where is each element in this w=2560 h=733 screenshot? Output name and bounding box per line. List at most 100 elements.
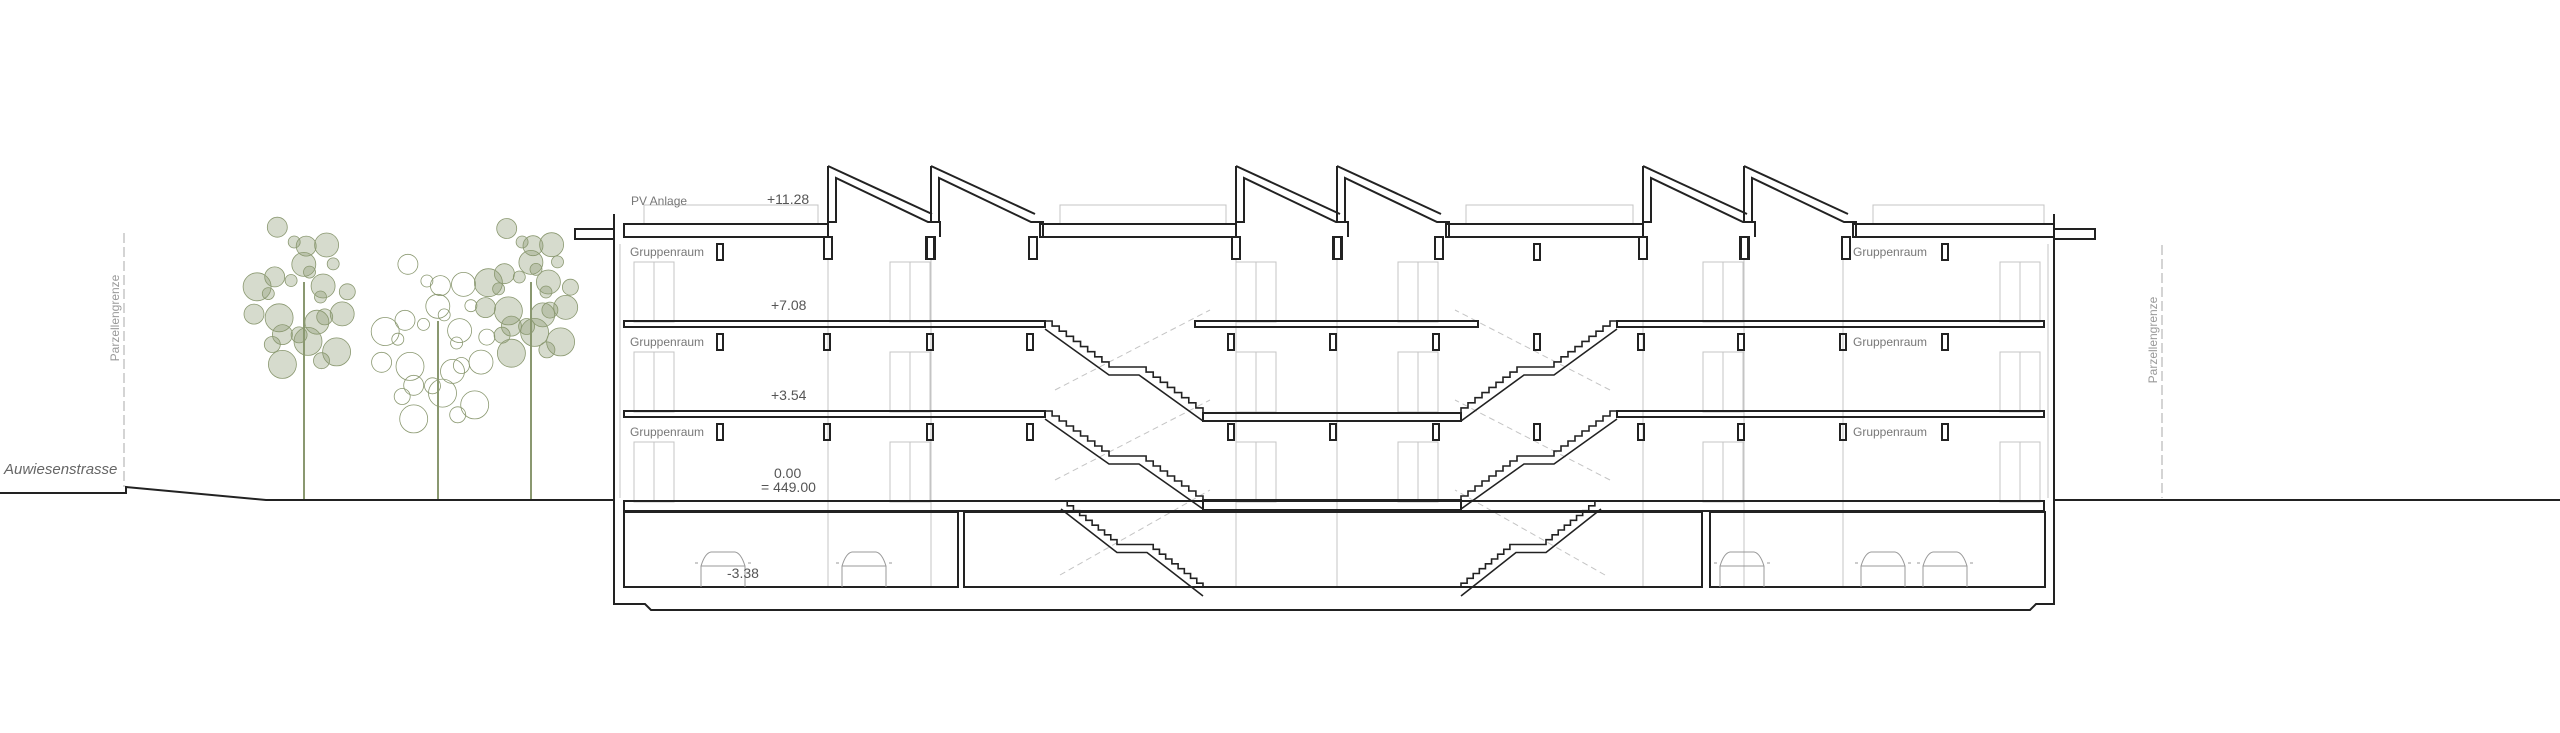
sawtooth-roof bbox=[1642, 166, 1756, 237]
sawtooth-roof bbox=[1743, 166, 1857, 237]
tree-foliage bbox=[393, 388, 411, 405]
tree-foliage bbox=[520, 317, 549, 347]
beam bbox=[716, 333, 724, 351]
car-icon bbox=[695, 551, 751, 587]
floor-slab bbox=[1616, 320, 2045, 328]
level-ground-absolute: = 449.00 bbox=[761, 479, 816, 495]
outer-wall bbox=[613, 214, 2055, 611]
stairs bbox=[1044, 320, 1618, 597]
tree-foliage bbox=[478, 328, 496, 346]
roof-column bbox=[1332, 236, 1342, 260]
tree-foliage bbox=[440, 358, 465, 384]
beam bbox=[1637, 333, 1645, 351]
stair-flight bbox=[1061, 500, 1204, 588]
pv-label: PV Anlage bbox=[631, 194, 687, 208]
tree-foliage bbox=[424, 377, 441, 395]
beam bbox=[716, 423, 724, 441]
beam bbox=[1227, 333, 1235, 351]
level-roof: +11.28 bbox=[767, 191, 809, 207]
street-label: Auwiesenstrasse bbox=[3, 461, 117, 478]
tree-foliage bbox=[391, 332, 405, 346]
sawtooth-roof bbox=[1336, 166, 1450, 237]
beam bbox=[1941, 423, 1949, 441]
sawtooth-roof-edge bbox=[1743, 165, 1849, 215]
tree-foliage bbox=[451, 271, 476, 297]
tree-foliage bbox=[417, 317, 430, 331]
roof-column bbox=[1841, 236, 1851, 260]
beam bbox=[1329, 333, 1337, 351]
tree-foliage bbox=[546, 327, 575, 357]
basement-garage bbox=[623, 511, 959, 588]
roof-slab bbox=[1852, 223, 2055, 238]
beam bbox=[716, 243, 724, 261]
sawtooth-roof-edge bbox=[827, 165, 933, 215]
tree-foliage bbox=[284, 274, 298, 287]
tree-foliage bbox=[370, 317, 400, 346]
stair-soffit bbox=[1460, 508, 1602, 597]
roof-eave-left bbox=[574, 228, 614, 240]
stair-flight bbox=[1045, 320, 1204, 413]
pv-panels bbox=[1465, 204, 1634, 225]
car-icon bbox=[836, 551, 892, 587]
sawtooth-roof-edge bbox=[1336, 165, 1442, 215]
tree-foliage bbox=[493, 296, 523, 326]
level-basement: -3.38 bbox=[727, 565, 759, 581]
beam bbox=[1533, 423, 1541, 441]
tree-foliage bbox=[304, 309, 330, 335]
tree-foliage bbox=[267, 349, 297, 379]
stair-behind bbox=[1454, 489, 1606, 576]
tree-foliage bbox=[429, 275, 451, 297]
beam bbox=[926, 423, 934, 441]
tree-foliage bbox=[403, 374, 425, 396]
roof-column bbox=[1028, 236, 1038, 260]
level-first-floor: +3.54 bbox=[771, 387, 807, 403]
pv-panels bbox=[1872, 204, 2045, 225]
terrain-line bbox=[0, 485, 614, 501]
tree-foliage bbox=[492, 282, 506, 296]
tree-foliage bbox=[395, 351, 425, 381]
roof-column bbox=[1638, 236, 1648, 260]
beam bbox=[823, 423, 831, 441]
tree-foliage bbox=[468, 349, 494, 375]
beam bbox=[1026, 333, 1034, 351]
tree-foliage bbox=[264, 266, 286, 288]
tree-foliage bbox=[397, 253, 419, 275]
tree-foliage bbox=[266, 216, 288, 238]
beam bbox=[1941, 333, 1949, 351]
beam bbox=[1737, 423, 1745, 441]
sawtooth-roof-edge bbox=[930, 165, 1036, 215]
floor-slab bbox=[1616, 410, 2045, 418]
tree-foliage bbox=[399, 404, 429, 434]
tree-foliage bbox=[291, 251, 317, 277]
tree-foliage bbox=[314, 232, 340, 258]
tree-foliage bbox=[500, 315, 522, 337]
tree-foliage bbox=[287, 235, 301, 249]
tree-foliage bbox=[295, 235, 317, 257]
stair-flight bbox=[1045, 410, 1204, 501]
room-label: Gruppenraum bbox=[630, 425, 704, 439]
tree-foliage bbox=[539, 232, 564, 258]
room-label: Gruppenraum bbox=[1853, 245, 1927, 259]
thin-lines bbox=[619, 204, 2049, 587]
tree-foliage bbox=[261, 287, 275, 301]
gallery-slab bbox=[1194, 320, 1479, 328]
beam bbox=[1839, 423, 1847, 441]
tree-foliage bbox=[449, 406, 467, 424]
tree-foliage bbox=[539, 285, 553, 299]
roof-slab bbox=[1039, 223, 1237, 238]
roof-column bbox=[1231, 236, 1241, 260]
tree-foliage bbox=[512, 270, 526, 284]
roof-slab bbox=[623, 223, 829, 238]
tree-foliage bbox=[313, 352, 330, 370]
stair-behind bbox=[1054, 399, 1211, 481]
sawtooth-roof bbox=[1235, 166, 1349, 237]
tree-foliage bbox=[425, 293, 451, 319]
tree-foliage bbox=[562, 278, 579, 296]
stair-behind bbox=[1454, 309, 1611, 391]
tree-foliage bbox=[529, 262, 543, 276]
stair-flight bbox=[1460, 500, 1601, 588]
tree-foliage bbox=[530, 302, 556, 328]
tree-foliage bbox=[243, 303, 265, 325]
